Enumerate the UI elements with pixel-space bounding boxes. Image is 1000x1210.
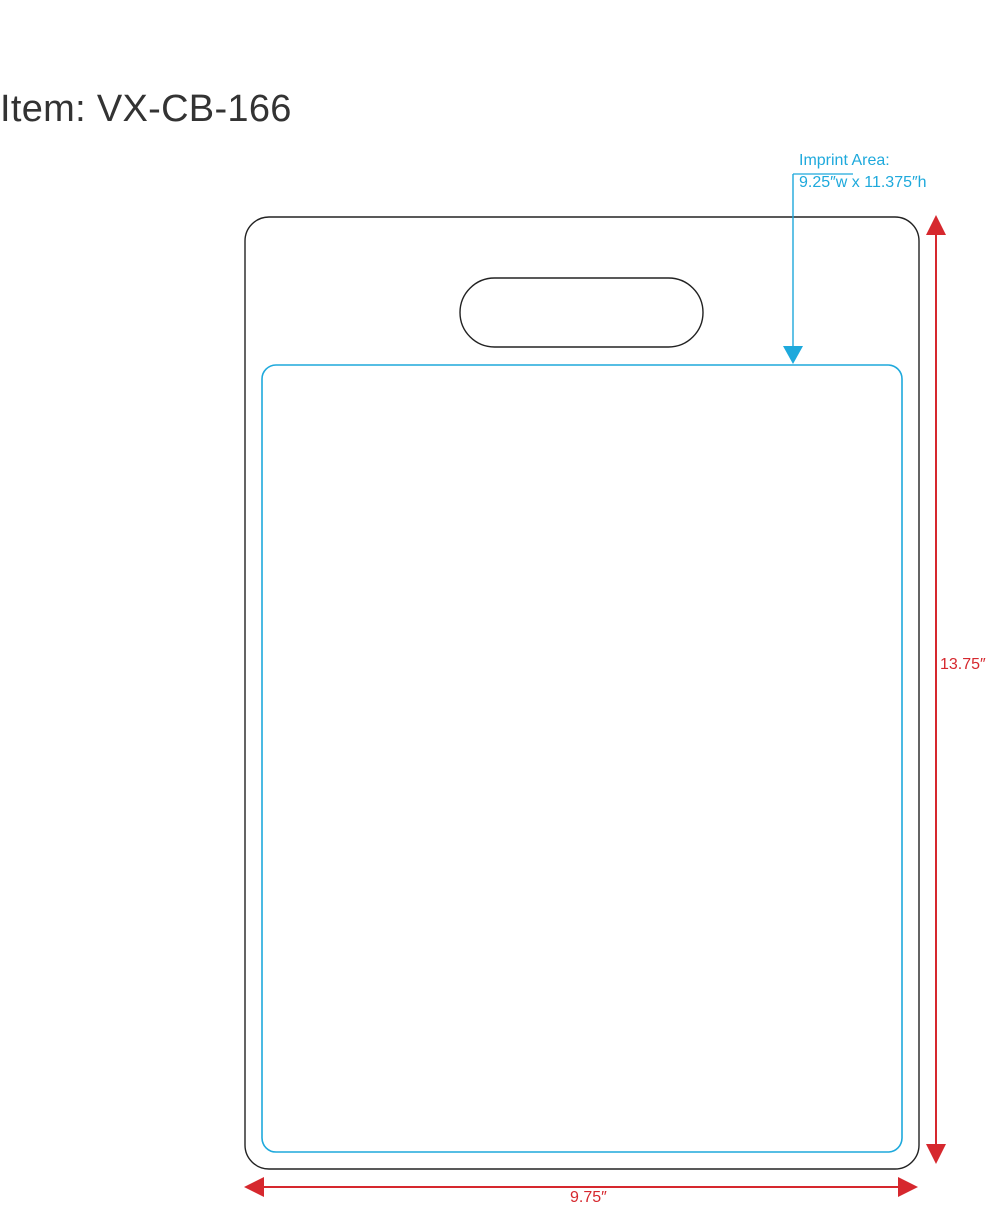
width-dimension-label: 9.75″ [570, 1189, 607, 1206]
imprint-callout-arrow [783, 173, 853, 364]
height-dimension-arrow [926, 215, 946, 1164]
item-title: Item: VX-CB-166 [0, 88, 292, 130]
imprint-area [261, 364, 903, 1153]
height-dimension-label: 13.75″ [940, 656, 986, 673]
imprint-area-label: Imprint Area: [799, 152, 890, 169]
board-outline [244, 216, 920, 1170]
handle-slot [459, 277, 704, 348]
width-dimension-arrow [244, 1177, 918, 1197]
imprint-area-dimensions: 9.25″w x 11.375″h [799, 174, 927, 191]
